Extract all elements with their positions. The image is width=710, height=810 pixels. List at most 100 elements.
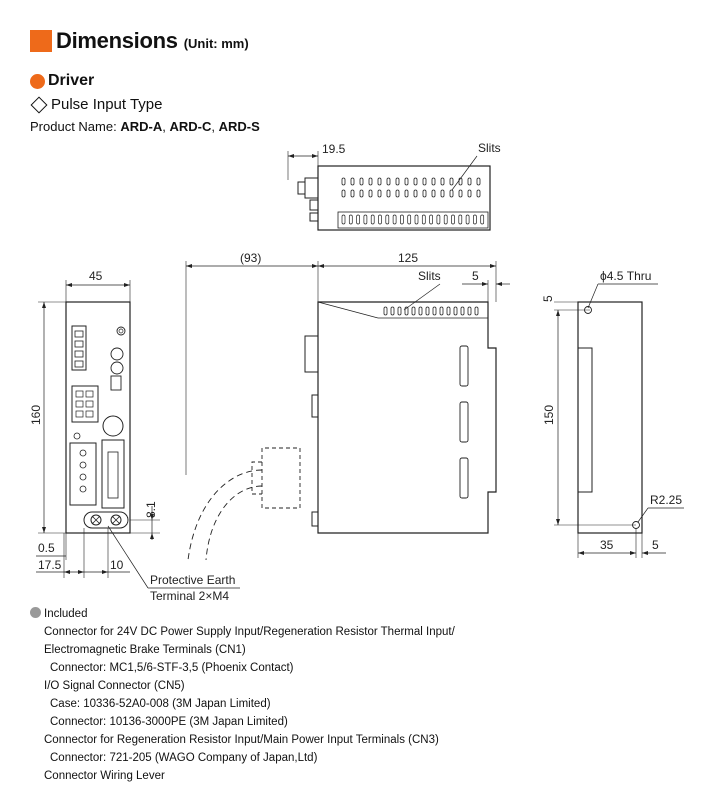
diamond-icon xyxy=(30,96,48,113)
dim-side-step: 5 xyxy=(472,269,479,283)
slit xyxy=(397,306,402,316)
model-c: ARD-C xyxy=(169,119,212,134)
slit xyxy=(458,214,463,225)
slit xyxy=(467,177,472,186)
included-item: Connector: MC1,5/6-STF-3,5 (Phoenix Cont… xyxy=(50,662,294,674)
slit xyxy=(368,189,373,198)
slit xyxy=(440,177,445,186)
slit xyxy=(341,189,346,198)
included-item: Connector for 24V DC Power Supply Input/… xyxy=(44,626,455,638)
section-title: Driver xyxy=(48,72,95,89)
slit xyxy=(341,177,346,186)
slit xyxy=(348,214,353,225)
dim-front-width: 45 xyxy=(89,269,103,283)
slit xyxy=(378,214,382,225)
included-item: Electromagnetic Brake Terminals (CN1) xyxy=(44,644,246,656)
slit xyxy=(480,214,485,225)
slit xyxy=(377,177,382,186)
model-a: ARD-A xyxy=(120,119,163,134)
slit xyxy=(465,214,470,225)
slit xyxy=(386,189,391,198)
slit xyxy=(429,214,433,225)
slit xyxy=(449,177,454,186)
included-item: Case: 10336-52A0-008 (3M Japan Limited) xyxy=(50,698,271,710)
dim-top-width: 19.5 xyxy=(322,142,346,156)
product-name: Product Name: ARD-A, ARD-C, ARD-S xyxy=(30,119,260,134)
slit xyxy=(392,214,397,225)
model-s: ARD-S xyxy=(218,119,260,134)
orange-dot-icon xyxy=(30,73,45,89)
slit xyxy=(476,189,481,198)
slit xyxy=(451,214,455,225)
slit xyxy=(443,214,448,225)
slit xyxy=(383,306,388,316)
slit xyxy=(414,214,419,225)
slit xyxy=(400,214,404,225)
type-label: Pulse Input Type xyxy=(51,96,163,113)
slit xyxy=(363,214,368,225)
dim-cable-length: (93) xyxy=(240,251,261,265)
slit xyxy=(436,214,441,225)
included-item: Connector: 10136-3000PE (3M Japan Limite… xyxy=(50,716,288,728)
slit xyxy=(370,214,375,225)
slit xyxy=(341,214,346,225)
slit xyxy=(467,189,472,198)
dim-back-depth: 35 xyxy=(600,538,614,552)
slit xyxy=(404,189,409,198)
slit xyxy=(421,214,426,225)
slit xyxy=(368,177,373,186)
section-type: Pulse Input Type xyxy=(30,96,162,113)
included-item: Connector Wiring Lever xyxy=(44,770,165,782)
slit xyxy=(474,306,479,316)
slit xyxy=(411,306,416,316)
slit xyxy=(460,306,465,316)
slit xyxy=(385,214,390,225)
slit xyxy=(350,177,355,186)
slit xyxy=(404,177,409,186)
slit xyxy=(395,189,400,198)
dim-pe-width: 10 xyxy=(110,558,124,572)
slit xyxy=(439,306,444,316)
included-item: Connector for Regeneration Resistor Inpu… xyxy=(44,734,439,746)
slit xyxy=(356,214,360,225)
label-terminal-size: Terminal 2×M4 xyxy=(150,589,229,603)
slit xyxy=(413,177,418,186)
page-title: Dimensions xyxy=(56,28,178,53)
slit xyxy=(418,306,423,316)
slit xyxy=(377,189,382,198)
dim-hole-top: 5 xyxy=(541,295,555,302)
slit xyxy=(446,306,451,316)
dim-pe-height: 8.1 xyxy=(144,501,158,518)
dim-depth: 125 xyxy=(398,251,418,265)
slit xyxy=(432,306,437,316)
slit xyxy=(350,189,355,198)
slit xyxy=(449,189,454,198)
label-top-slits: Slits xyxy=(478,141,501,155)
slit xyxy=(440,189,445,198)
dimension-drawing: 19.5 Slits 45 160 xyxy=(29,141,684,603)
slit xyxy=(425,306,430,316)
slit xyxy=(422,189,427,198)
front-view: 45 160 xyxy=(29,269,240,603)
slit xyxy=(407,214,412,225)
slit xyxy=(476,177,481,186)
slit xyxy=(359,177,364,186)
slit xyxy=(458,189,463,198)
slit xyxy=(422,177,427,186)
header-square-icon xyxy=(30,30,52,52)
back-view: ϕ4.5 Thru 5 150 R2.25 35 5 xyxy=(541,269,684,558)
dim-back-step: 5 xyxy=(652,538,659,552)
slit xyxy=(467,306,472,316)
label-protective-earth: Protective Earth xyxy=(150,573,235,587)
label-hole: ϕ4.5 Thru xyxy=(600,269,651,283)
included-list: Included Connector for 24V DC Power Supp… xyxy=(30,605,455,785)
unit-label: (Unit: mm) xyxy=(183,36,249,51)
included-title: Included xyxy=(30,605,455,623)
top-view: 19.5 Slits xyxy=(287,141,501,231)
dimensions-header: Dimensions (Unit: mm) xyxy=(30,28,249,54)
slit xyxy=(473,214,477,225)
slit xyxy=(431,189,436,198)
slit xyxy=(390,306,395,316)
gray-dot-icon xyxy=(30,607,41,618)
slit xyxy=(359,189,364,198)
